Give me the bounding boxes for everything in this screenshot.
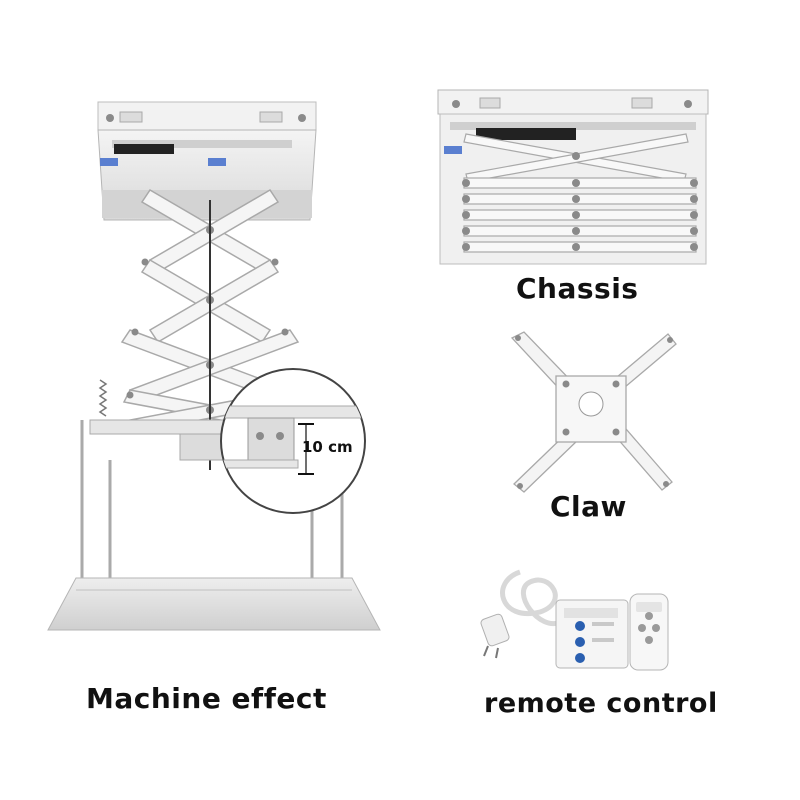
caption-chassis: Chassis	[516, 272, 639, 305]
claw-image	[500, 326, 680, 496]
chassis-illustration	[437, 89, 709, 265]
machine-effect-image	[40, 90, 400, 650]
remote-control-illustration	[480, 569, 669, 671]
caption-claw: Claw	[550, 490, 627, 523]
zoom-detail-illustration	[220, 368, 366, 514]
remote-control-image	[480, 562, 690, 674]
chassis-image	[436, 88, 710, 268]
projector-lift-illustration	[47, 101, 381, 631]
dimension-label: 10 cm	[302, 438, 353, 456]
zoom-callout: 10 cm	[218, 366, 368, 516]
caption-remote-control: remote control	[484, 688, 718, 719]
claw-bracket-illustration	[510, 331, 677, 493]
caption-machine-effect: Machine effect	[86, 682, 327, 715]
